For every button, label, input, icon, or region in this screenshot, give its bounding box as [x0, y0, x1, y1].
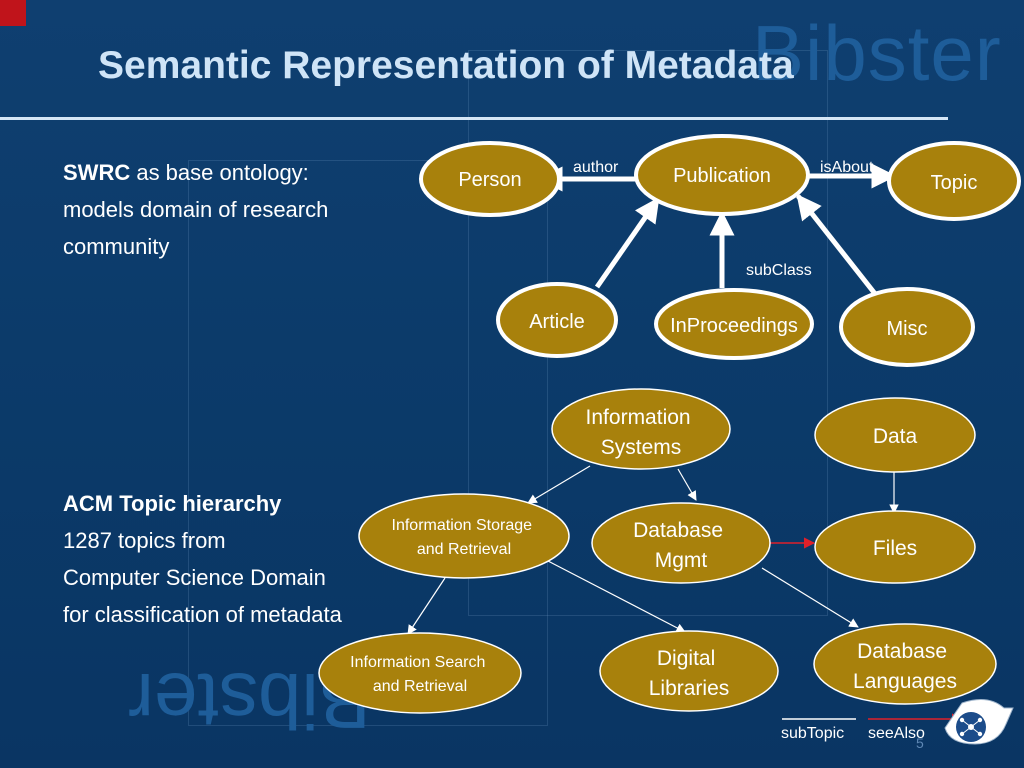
bibster-logo-icon	[944, 698, 1014, 745]
topic-digital-libraries-line-2: Libraries	[649, 677, 730, 700]
topic-database-languages: Database Languages	[813, 623, 997, 705]
topic-files: Files	[814, 510, 976, 584]
title-rule	[0, 117, 948, 120]
edge-is-storage	[527, 465, 591, 504]
swrc-line-3: community	[63, 234, 170, 259]
topic-info-search: Information Search and Retrieval	[318, 632, 522, 714]
acm-line-2: 1287 topics from	[63, 528, 226, 553]
page-number: 5	[916, 735, 924, 751]
topic-data: Data	[814, 397, 976, 473]
node-inproceedings: InProceedings	[654, 288, 814, 360]
topic-database-mgmt-line-1: Database	[633, 519, 723, 542]
edge-label-is-about: isAbout	[820, 159, 874, 176]
topic-information-systems-label: Information Systems	[586, 406, 697, 459]
background-frame-inner	[468, 50, 828, 616]
topic-database-languages-label: Database Languages	[853, 640, 957, 693]
edge-article-publication	[594, 196, 661, 289]
topic-files-label: Files	[873, 537, 917, 560]
topic-database-mgmt-line-2: Mgmt	[655, 549, 708, 572]
corner-marker	[0, 0, 26, 26]
node-article-label: Article	[529, 311, 585, 333]
node-person-label: Person	[458, 169, 521, 191]
topic-info-storage-label: Information Storage and Retrieval	[392, 517, 537, 558]
topic-digital-libraries: Digital Libraries	[599, 630, 779, 712]
swrc-line-2: models domain of research	[63, 197, 329, 222]
topic-info-search-line-2: and Retrieval	[373, 678, 467, 695]
swrc-rest: as base ontology:	[130, 160, 309, 185]
topic-info-storage-line-1: Information Storage	[392, 517, 533, 534]
node-publication: Publication	[634, 134, 810, 216]
legend-subtopic-label: subTopic	[781, 725, 844, 742]
acm-heading: ACM Topic hierarchy	[63, 485, 342, 522]
topic-database-mgmt: Database Mgmt	[591, 502, 771, 584]
topic-information-systems: Information Systems	[551, 388, 731, 470]
topic-info-search-line-1: Information Search	[350, 654, 485, 671]
topic-info-search-label: Information Search and Retrieval	[350, 654, 490, 695]
topic-database-languages-line-1: Database	[857, 640, 947, 663]
topic-info-storage-line-2: and Retrieval	[417, 541, 511, 558]
node-misc: Misc	[839, 287, 975, 367]
node-inproceedings-label: InProceedings	[670, 315, 798, 337]
swrc-line-1: SWRC as base ontology:	[63, 154, 328, 191]
watermark-top: Bibster	[752, 9, 1002, 97]
acm-line-3: Computer Science Domain	[63, 565, 326, 590]
edge-misc-publication	[796, 194, 878, 297]
swrc-description: SWRC as base ontology: models domain of …	[63, 154, 328, 265]
acm-heading-text: ACM Topic hierarchy	[63, 491, 282, 516]
node-misc-label: Misc	[886, 318, 927, 340]
node-article: Article	[496, 282, 618, 358]
legend-seealso-label: seeAlso	[868, 725, 925, 742]
topic-digital-libraries-label: Digital Libraries	[649, 647, 730, 700]
edge-is-dbmgmt	[677, 468, 697, 501]
topic-data-label: Data	[873, 425, 918, 448]
background-frame-outer	[188, 160, 548, 726]
edge-dbmgmt-dblang	[761, 567, 859, 628]
acm-description: ACM Topic hierarchy 1287 topics from Com…	[63, 485, 342, 633]
edge-storage-search	[407, 577, 446, 635]
topic-database-languages-line-2: Languages	[853, 670, 957, 693]
topic-information-systems-line-1: Information	[586, 406, 691, 429]
edge-label-subclass: subClass	[746, 262, 812, 279]
topic-information-systems-line-2: Systems	[601, 436, 682, 459]
topic-info-storage: Information Storage and Retrieval	[358, 493, 570, 579]
edge-label-author: author	[573, 159, 619, 176]
topic-database-mgmt-label: Database Mgmt	[633, 519, 729, 572]
edge-storage-digital	[547, 560, 686, 633]
swrc-bold: SWRC	[63, 160, 131, 185]
node-topic: Topic	[887, 141, 1021, 221]
topic-digital-libraries-line-1: Digital	[657, 647, 715, 670]
node-person: Person	[419, 141, 561, 217]
node-publication-label: Publication	[673, 165, 771, 187]
node-topic-label: Topic	[931, 172, 978, 194]
acm-line-4: for classification of metadata	[63, 602, 342, 627]
slide-title: Semantic Representation of Metadata	[98, 44, 794, 87]
